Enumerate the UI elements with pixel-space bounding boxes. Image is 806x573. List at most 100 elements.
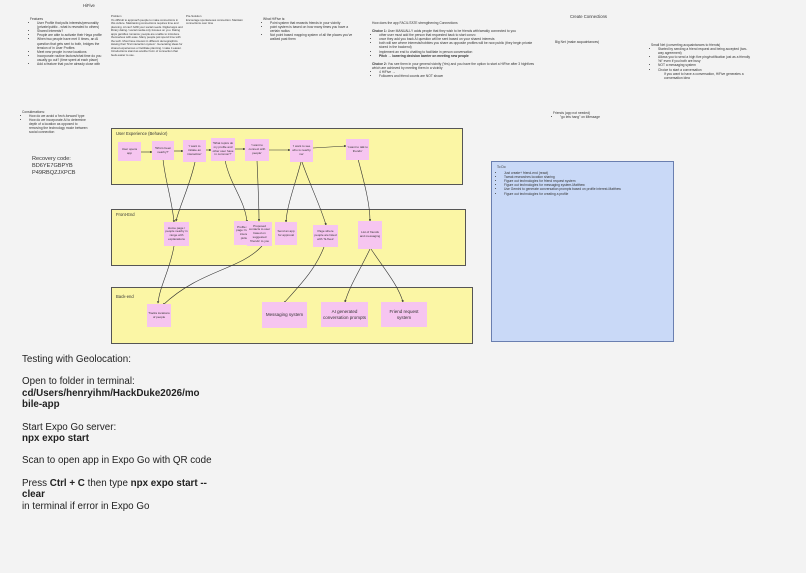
instruction-line: Testing with Geolocation: [22,354,131,365]
backend-note: Friend request system [381,302,427,327]
ux-note: 'I want to connect with people' [245,139,269,161]
frontend-note: Proposed contacts to user based on sugge… [247,222,272,246]
todo-item: Just create+ friend-end (react) [504,171,668,175]
choice1-item: Pitch → lowering decision barrier on mee… [379,54,542,58]
choice2-item: Followers and friend counts are NOT show… [379,74,542,78]
what-hifive-section: What HiFive is: Point system that reward… [263,17,353,42]
backend-note: Tracks locations of people [147,304,171,327]
features-item: User Profile that pulls interests/person… [37,21,108,29]
ux-lane-title: User Experience (Behavior) [116,131,168,136]
frontend-note: Home page / people nearby in range with … [164,222,189,246]
instruction-line: Start Expo Go server: [22,421,117,433]
key-combo: Ctrl + C [49,477,85,489]
recovery-line: P49RBQZJXPCB [32,170,76,176]
features-item: Meet new people in new locations [37,50,108,54]
ux-note: 'I want to talk to friends' [346,139,369,160]
ux-note: User opens app [118,142,141,161]
frontend-lane-title: Front-End [116,212,135,217]
solution-title: Pre-Solution [186,14,202,18]
todo-item: Use Gemini to generate conversation prom… [504,187,668,191]
features-section: Features User Profile that pulls interes… [30,17,108,66]
solution-text: Encourage spontaneous connection. Mainta… [186,17,243,25]
choice2: Choice 2: You see them in your general v… [372,62,542,70]
instructions: Testing with Geolocation: Open to folder… [22,354,222,512]
features-item: Add a feature that you're already close … [37,62,108,66]
choice1-title: Choice 1: [372,29,387,34]
ux-note: 'I want to see who is nearby me' [290,140,313,162]
terminal-command: clear [22,489,45,501]
choice1-item: Implement an end to chatting to facilita… [379,50,542,54]
friends-app-title: Friends (app not needed) [553,111,591,115]
backend-lane-title: Back-end [116,294,134,299]
choice1-text: User MANUALLY adds people that they wish… [387,29,516,34]
todo-item: Figure out technologies for messaging sy… [504,183,668,187]
what-hifive-item: Not point based mapping system of all th… [270,33,353,41]
small-net-item: Choice to start a conversation [658,68,751,72]
what-hifive-item: point system is based on how many times … [270,25,353,33]
features-item: When two people have met X times, an AI … [37,37,108,49]
considerations-title: Considerations: [22,110,45,114]
instruction-line: Open to folder in terminal: [22,376,135,388]
friends-app-item: "go lets hang" on iMessage [560,115,633,119]
small-net-item: NOT a messaging system [658,63,751,67]
big-net-label: Big Net (make acquaintances) [555,40,600,44]
considerations-item: How do we incorporate AI to determine de… [29,118,92,134]
features-title: Features [30,17,44,21]
frontend-note: Page where people are listed with 'hi-fi… [313,225,338,247]
instruction-text: Press [22,477,50,489]
ux-note: 'I want to initiate an interaction' [183,140,206,162]
solution-section: Pre-Solution Encourage spontaneous conne… [186,14,248,26]
features-item: Shared Interests? [37,29,108,33]
terminal-path: bile-app [22,399,60,411]
instruction-line: Press Ctrl + C then type npx expo start … [22,478,222,489]
recovery-code: Recovery code: BD6YE7GBPYB P49RBQZJXPCB [32,156,76,177]
how-title: How does the app FACILITATE strengthenin… [372,21,458,25]
considerations-item: How do we avoid a 'tech-forward' type [29,114,92,118]
friends-app-section: Friends (app not needed) "go lets hang" … [553,111,633,119]
what-hifive-title: What HiFive is: [263,17,286,21]
recovery-label: Recovery code: [32,156,71,162]
hifive-label: HiFive [83,3,95,8]
ux-note: 'Who's been nearby?' [152,141,174,160]
instruction-text: then type [84,477,131,489]
todo-content: To Do Just create+ friend-end (react) Tw… [492,162,673,199]
terminal-command: npx expo start -- [130,477,207,489]
choice2-text: You see them in your general vicinity (Y… [372,61,535,70]
todo-item: Figure out technologies for creating a p… [504,192,668,196]
choice2-item: 4 HiFive → [379,70,542,74]
features-item: Incorporate routine factors/what time do… [37,54,108,62]
todo-item: Tweak researches location sharing [504,175,668,179]
problem-section: Problem It's difficult to approach peopl… [111,14,183,57]
small-net-item: If you want to have a conversation, HiFi… [664,71,744,80]
choice1-item: once they add you back AI question will … [379,37,542,41]
recovery-line: BD6YE7GBPYB [32,163,73,169]
choice2-title: Choice 2: [372,61,387,66]
backend-note: Messaging system [262,302,307,328]
small-net-title: Small Net (converting acquaintances to f… [651,43,721,47]
what-hifive-item: Point system that rewards friends in you… [270,21,353,25]
choice1-item: both will see where interests/hobbies yo… [379,41,542,49]
considerations-section: Considerations: How do we avoid a 'tech-… [22,110,92,135]
how-section: How does the app FACILITATE strengthenin… [372,21,542,78]
small-net-section: Small Net (converting acquaintances to f… [651,43,751,80]
ux-note: 'What topics do my profile and other use… [211,138,235,161]
todo-item: Figure out technologies for friend reque… [504,179,668,183]
problem-text: It's difficult to approach people to mak… [111,17,183,57]
problem-title: Problem [111,14,122,18]
choice1: Choice 1: User MANUALLY adds people that… [372,29,542,33]
frontend-note: Send an app for approval [275,222,297,245]
small-net-item: Allows you to send a high five ping/noti… [658,55,751,63]
todo-title: To Do [497,165,506,169]
small-net-item: Started by sending a friend request and … [658,47,751,55]
terminal-command: npx expo start [22,433,89,445]
instruction-line: Scan to open app in Expo Go with QR code [22,455,212,467]
backend-note: AI generated conversation prompts [321,302,368,327]
features-item: People are able to activate their Haya p… [37,33,108,37]
frontend-note: List of friends and messaging [358,221,382,249]
choice1-item: other user must add the person that requ… [379,33,542,37]
todo-panel: To Do Just create+ friend-end (react) Tw… [491,161,674,342]
instruction-line: in terminal if error in Expo Go [22,500,150,512]
terminal-path: cd/Users/henryihm/HackDuke2026/mo [22,387,200,399]
create-connections-label: Create Connections [570,14,608,19]
